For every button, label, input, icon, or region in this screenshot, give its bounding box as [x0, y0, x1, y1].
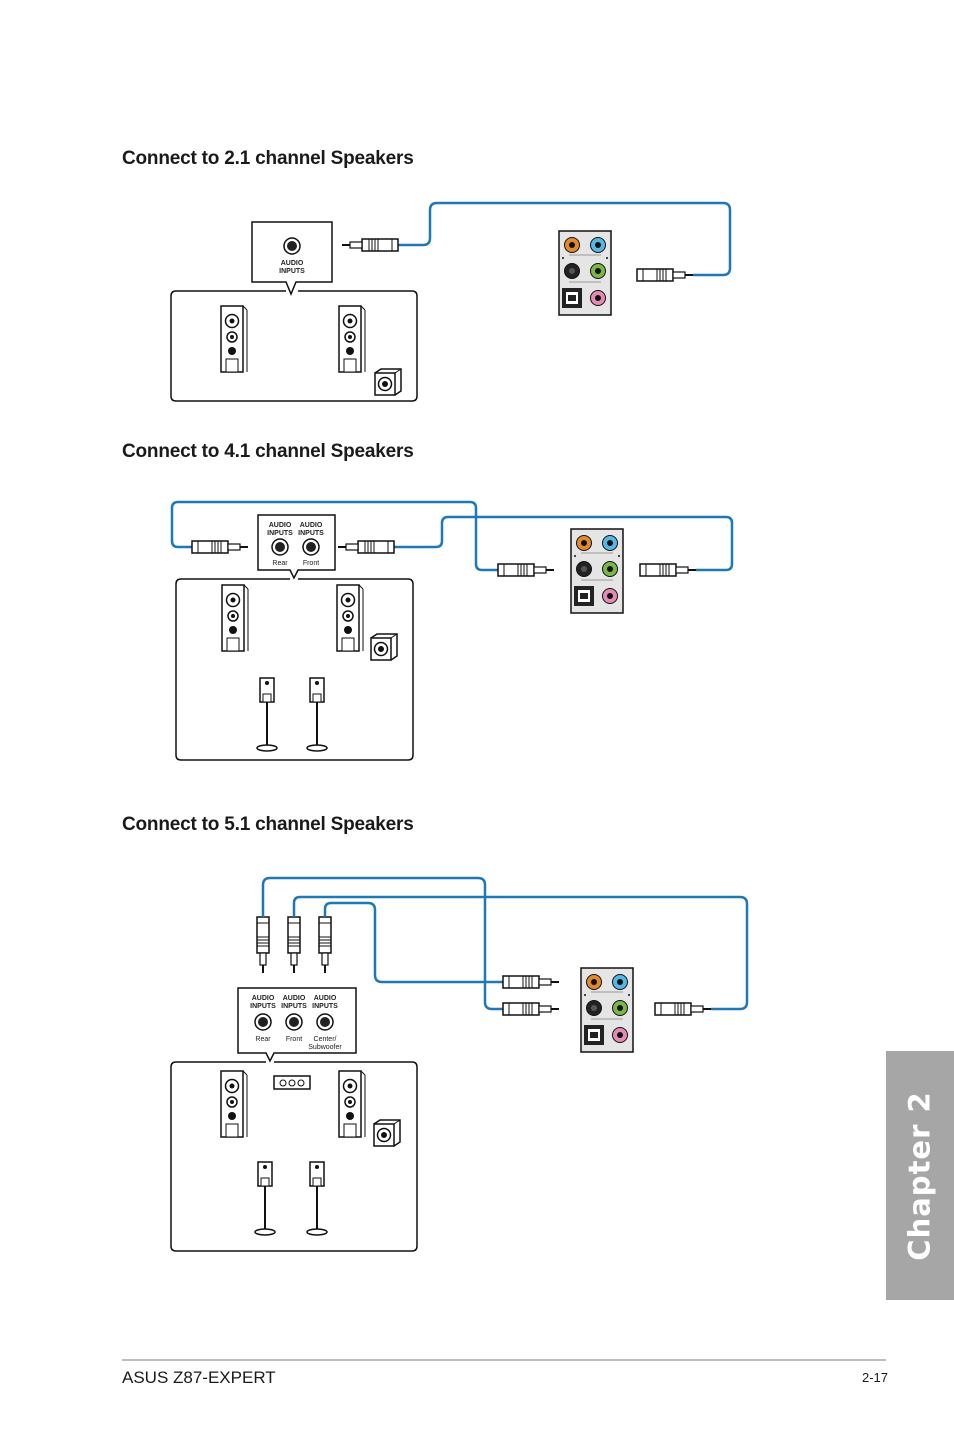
svg-text:AUDIO: AUDIO — [314, 995, 337, 1002]
chapter-label: Chapter 2 — [903, 1090, 937, 1261]
svg-text:AUDIO: AUDIO — [283, 995, 306, 1002]
svg-text:AUDIO: AUDIO — [269, 522, 292, 529]
section-heading-5-1: Connect to 5.1 channel Speakers — [122, 814, 414, 835]
audio-label: AUDIO — [281, 260, 304, 267]
diagram-2-1: AUDIO INPUTS — [170, 201, 732, 402]
diagram-4-1: AUDIO INPUTS AUDIO INPUTS Rear Front — [170, 500, 734, 761]
svg-text:Rear: Rear — [255, 1036, 271, 1043]
svg-text:AUDIO: AUDIO — [300, 522, 323, 529]
chapter-tab: Chapter 2 — [886, 1051, 954, 1300]
svg-text:Front: Front — [286, 1036, 302, 1043]
rear-label: Rear — [272, 560, 288, 567]
footer-divider — [122, 1359, 886, 1361]
footer-product: ASUS Z87-EXPERT — [122, 1368, 276, 1387]
section-heading-2-1: Connect to 2.1 channel Speakers — [122, 148, 414, 169]
svg-text:INPUTS: INPUTS — [281, 1003, 307, 1010]
inputs-label: INPUTS — [279, 268, 305, 275]
footer-page-number: 2-17 — [861, 1370, 888, 1385]
svg-text:INPUTS: INPUTS — [312, 1003, 338, 1010]
svg-text:INPUTS: INPUTS — [250, 1003, 276, 1010]
front-label: Front — [303, 560, 319, 567]
svg-text:INPUTS: INPUTS — [267, 530, 293, 537]
subwoofer-label: Subwoofer — [308, 1044, 342, 1051]
diagram-5-1: AUDIO INPUTS AUDIO INPUTS AUDIO INPUTS R… — [170, 876, 749, 1252]
section-heading-4-1: Connect to 4.1 channel Speakers — [122, 441, 414, 462]
svg-text:INPUTS: INPUTS — [298, 530, 324, 537]
svg-text:AUDIO: AUDIO — [252, 995, 275, 1002]
center-label: Center/ — [314, 1036, 337, 1043]
